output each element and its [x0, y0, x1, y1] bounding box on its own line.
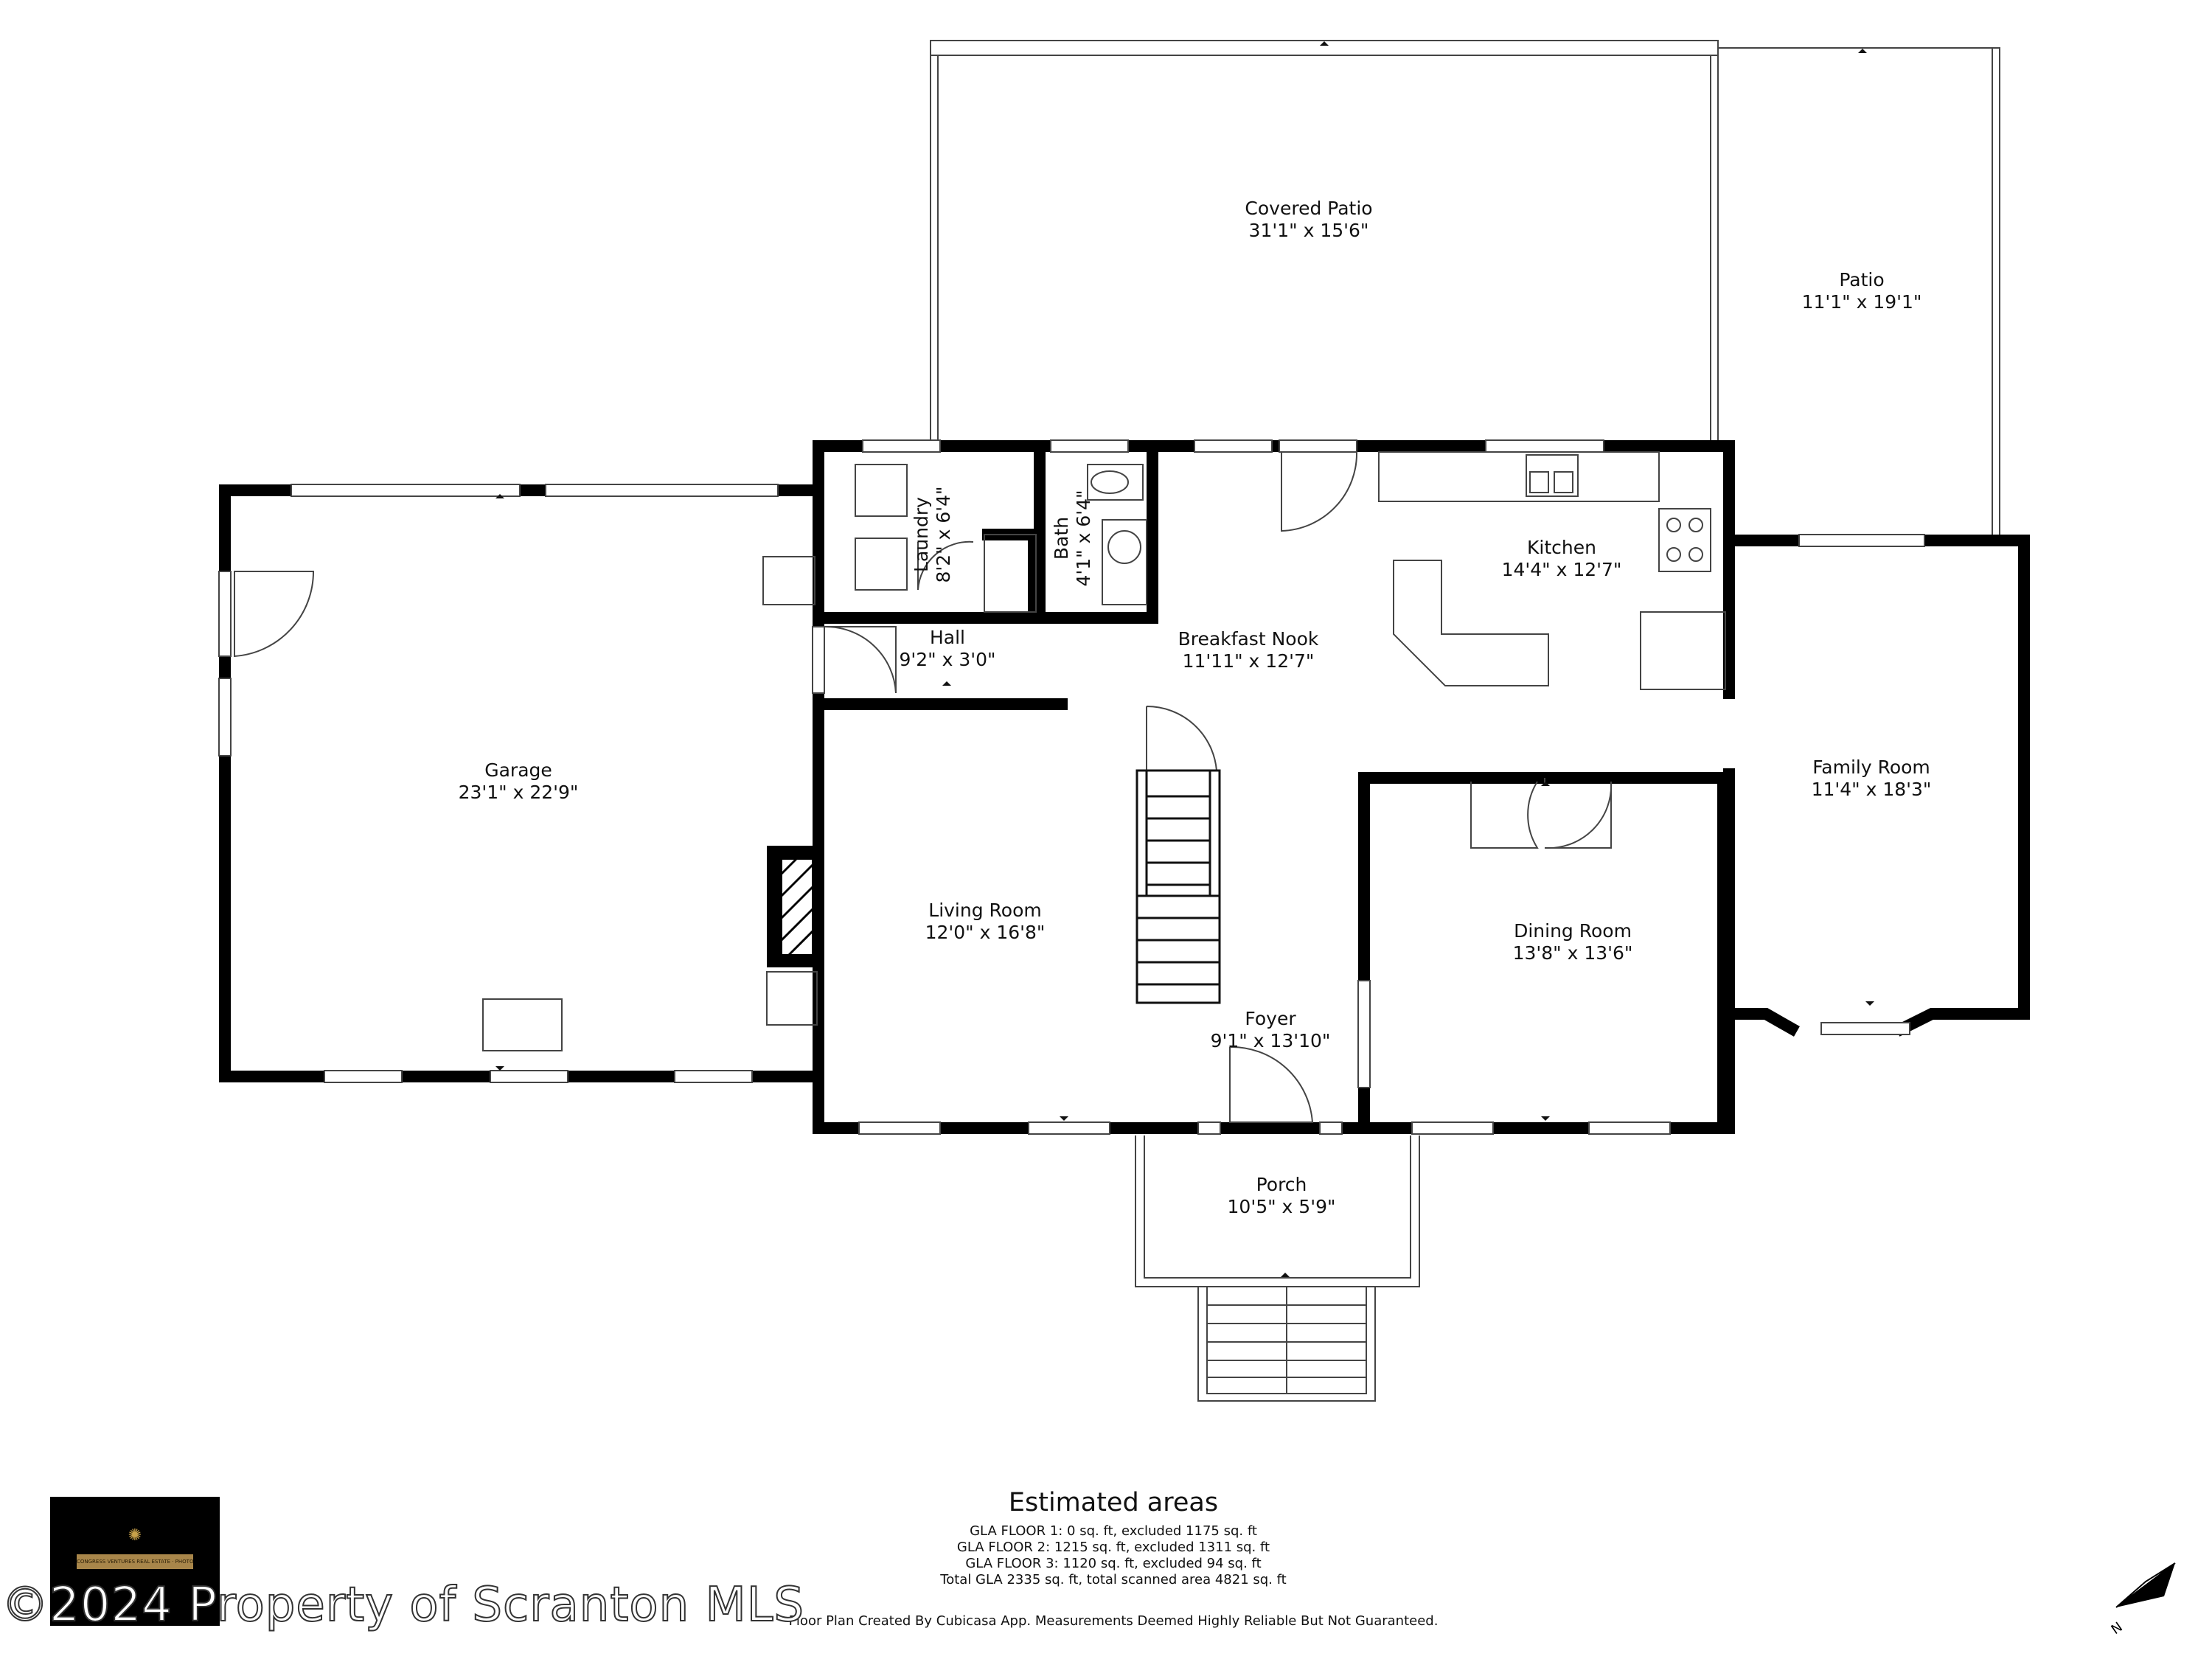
room-label-covered-patio: Covered Patio 31'1" x 15'6" [1245, 198, 1372, 242]
areas-line: GLA FLOOR 3: 1120 sq. ft, excluded 94 sq… [965, 1556, 1262, 1571]
room-name: Living Room [928, 900, 1042, 921]
disclaimer: Floor Plan Created By Cubicasa App. Meas… [788, 1613, 1439, 1629]
room-label-patio: Patio 11'1" x 19'1" [1802, 269, 1922, 313]
room-dims: 8'2" x 6'4" [933, 486, 954, 583]
room-label-laundry: Laundry 8'2" x 6'4" [911, 486, 955, 582]
kitchen-fixtures [1378, 451, 1726, 690]
room-label-porch: Porch 10'5" x 5'9" [1228, 1174, 1336, 1218]
room-name: Kitchen [1527, 537, 1596, 558]
room-name: Garage [484, 759, 552, 781]
room-dims: 14'4" x 12'7" [1501, 559, 1622, 580]
room-dims: 11'11" x 12'7" [1182, 650, 1315, 672]
estimated-areas: Estimated areas GLA FLOOR 1: 0 sq. ft, e… [940, 1486, 1286, 1588]
room-dims: 23'1" x 22'9" [458, 782, 579, 803]
room-name: Laundry [911, 497, 932, 572]
room-label-kitchen: Kitchen 14'4" x 12'7" [1502, 537, 1622, 581]
compass-icon: N [2109, 1562, 2176, 1638]
room-name: Foyer [1245, 1008, 1296, 1029]
laundry-bath-fixtures [762, 464, 1147, 613]
room-name: Breakfast Nook [1178, 628, 1319, 650]
stairs [1135, 769, 1221, 1004]
room-dims: 9'1" x 13'10" [1210, 1030, 1331, 1051]
room-dims: 13'8" x 13'6" [1512, 942, 1633, 964]
room-label-breakfast-nook: Breakfast Nook 11'11" x 12'7" [1178, 628, 1319, 672]
areas-line: GLA FLOOR 1: 0 sq. ft, excluded 1175 sq.… [970, 1523, 1257, 1539]
room-label-dining-room: Dining Room 13'8" x 13'6" [1513, 920, 1633, 964]
sun-icon: ✺ [128, 1526, 142, 1545]
room-dims: 11'4" x 18'3" [1811, 779, 1932, 800]
doors [234, 451, 1613, 1123]
room-label-garage: Garage 23'1" x 22'9" [459, 759, 579, 804]
fireplace [766, 846, 820, 1026]
room-name: Hall [929, 627, 965, 648]
room-name: Porch [1256, 1174, 1307, 1195]
room-name: Dining Room [1514, 920, 1632, 942]
room-dims: 9'2" x 3'0" [899, 649, 996, 670]
room-dims: 4'1" x 6'4" [1073, 490, 1094, 587]
windows [218, 439, 1925, 1135]
garage-bench [482, 998, 563, 1051]
exterior-outlines [930, 40, 2000, 1402]
dimension-markers [495, 41, 1874, 1277]
logo-text: CONGRESS VENTURES REAL ESTATE · PHOTOGRA… [77, 1554, 193, 1569]
copyright-watermark: ©2024 Property of Scranton MLS [1, 1577, 804, 1633]
room-label-foyer: Foyer 9'1" x 13'10" [1211, 1008, 1331, 1052]
room-dims: 11'1" x 19'1" [1801, 291, 1922, 313]
room-label-bath: Bath 4'1" x 6'4" [1051, 490, 1095, 586]
room-dims: 31'1" x 15'6" [1248, 220, 1369, 241]
porch-steps [1207, 1287, 1366, 1394]
room-dims: 10'5" x 5'9" [1227, 1196, 1336, 1217]
room-label-hall: Hall 9'2" x 3'0" [899, 627, 995, 671]
room-dims: 12'0" x 16'8" [925, 922, 1046, 943]
areas-line: GLA FLOOR 2: 1215 sq. ft, excluded 1311 … [956, 1540, 1270, 1555]
room-name: Covered Patio [1245, 198, 1373, 219]
areas-line: Total GLA 2335 sq. ft, total scanned are… [940, 1572, 1287, 1587]
room-label-living-room: Living Room 12'0" x 16'8" [925, 900, 1046, 944]
compass-label: N [2109, 1619, 2126, 1638]
room-name: Bath [1051, 516, 1072, 560]
room-name: Family Room [1812, 757, 1930, 778]
room-label-family-room: Family Room 11'4" x 18'3" [1812, 757, 1932, 801]
areas-heading: Estimated areas [1008, 1488, 1219, 1517]
walls [219, 440, 2030, 1134]
room-name: Patio [1839, 269, 1885, 291]
brand-logo: ✺ CONGRESS VENTURES REAL ESTATE · PHOTOG… [50, 1497, 220, 1626]
